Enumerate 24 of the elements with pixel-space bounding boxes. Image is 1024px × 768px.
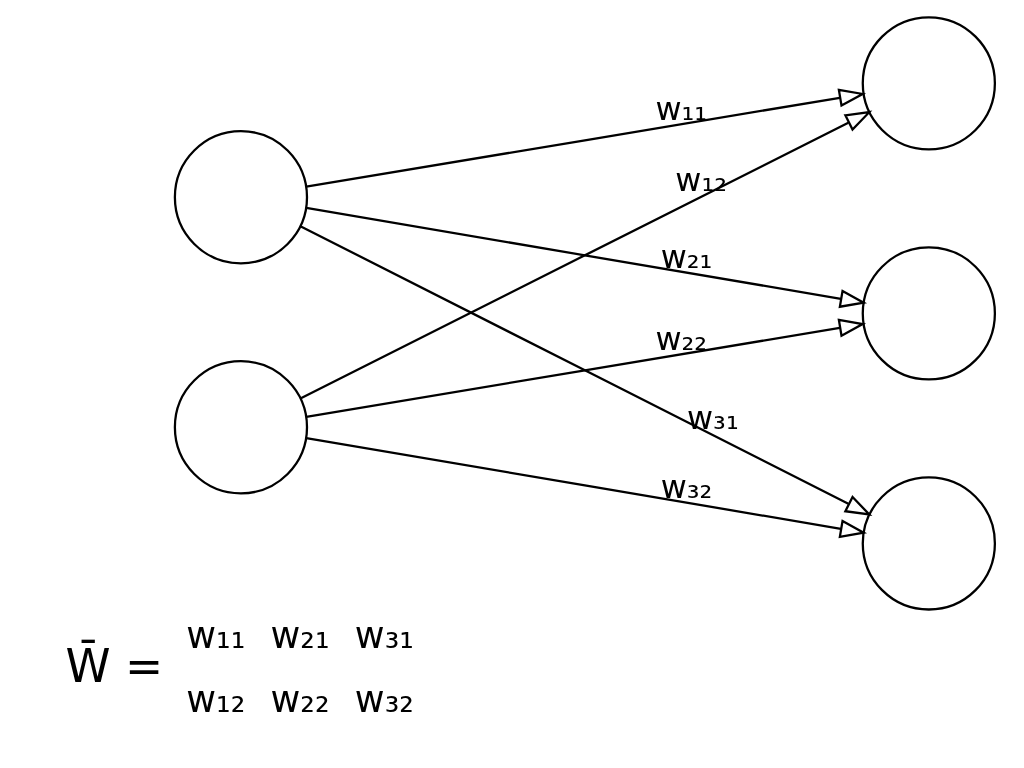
node-circle bbox=[173, 130, 309, 265]
label: w₂₂ bbox=[270, 677, 330, 721]
label: w₃₂ bbox=[354, 677, 414, 721]
node-circle bbox=[861, 16, 997, 151]
label: w₃₁ bbox=[354, 613, 414, 657]
node-circle bbox=[173, 360, 309, 495]
node-circle bbox=[861, 476, 997, 611]
node-circle bbox=[861, 246, 997, 381]
arrow bbox=[300, 110, 873, 400]
edge-label: w₃₂ bbox=[660, 468, 713, 507]
edge-label: w₂₁ bbox=[660, 238, 713, 277]
label: w₁₂ bbox=[186, 677, 246, 721]
arrow bbox=[306, 88, 867, 188]
arrow bbox=[306, 436, 868, 539]
edge-label: w₁₂ bbox=[675, 160, 728, 199]
edge-label: w₃₁ bbox=[687, 399, 739, 438]
edge-label: w₂₂ bbox=[655, 319, 708, 358]
edge-label: w₁₁ bbox=[655, 89, 708, 128]
arrow bbox=[306, 318, 867, 418]
label: w₁₁ bbox=[186, 613, 246, 657]
label: W̄ = bbox=[65, 640, 164, 694]
arrow bbox=[306, 206, 868, 309]
arrow bbox=[300, 225, 873, 516]
label: w₂₁ bbox=[270, 613, 330, 657]
